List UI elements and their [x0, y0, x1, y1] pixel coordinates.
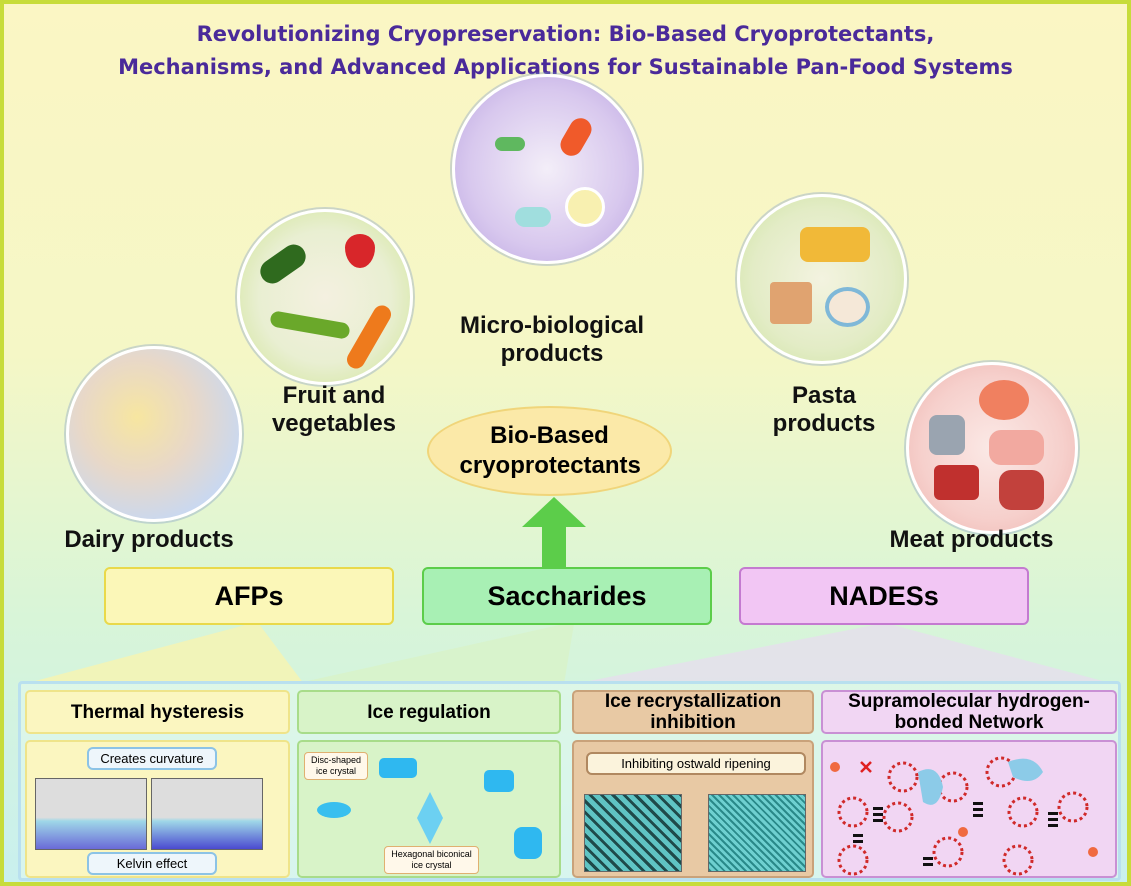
biconical-crystal-icon [417, 792, 443, 844]
disc-crystal-label: Disc-shaped ice crystal [304, 752, 368, 780]
micro-label: Micro-biological products [459, 312, 644, 367]
section-body: Creates curvature Kelvin effect [25, 740, 290, 878]
section-title: Ice recrystallization inhibition [572, 690, 814, 734]
ice-crystal-icon [514, 827, 542, 859]
thermal-hysteresis-section: Thermal hysteresis Creates curvature Kel… [25, 690, 290, 878]
micrograph-before [584, 794, 682, 872]
fruit-label: Fruit and vegetables [271, 382, 397, 437]
connector-wedges [24, 624, 1114, 684]
ostwald-label: Inhibiting ostwald ripening [586, 752, 806, 775]
section-body: Inhibiting ostwald ripening [572, 740, 814, 878]
ice-crystal-icon [379, 758, 417, 778]
bio-based-cryoprotectants: Bio-Based cryoprotectants [427, 406, 672, 496]
ice-crystal-icon [484, 770, 514, 792]
up-arrow-icon [522, 497, 586, 569]
section-title: Ice regulation [297, 690, 561, 734]
section-title: Thermal hysteresis [25, 690, 290, 734]
ice-crystal-icon [317, 802, 351, 818]
meat-image [906, 362, 1078, 534]
hydrogen-bond-network-icon [830, 756, 1098, 876]
microbiological-image [452, 74, 642, 264]
section-body: Disc-shaped ice crystal Hexagonal biconi… [297, 740, 561, 878]
category-saccharides: Saccharides [422, 567, 712, 625]
center-label: Bio-Based cryoprotectants [459, 422, 641, 479]
ice-recrystallization-section: Ice recrystallization inhibition Inhibit… [572, 690, 814, 878]
thermal-image-1 [35, 778, 147, 850]
category-afps: AFPs [104, 567, 394, 625]
meat-label: Meat products [889, 526, 1054, 553]
kelvin-effect-label: Kelvin effect [87, 852, 217, 875]
thermal-image-2 [151, 778, 263, 850]
ice-regulation-section: Ice regulation Disc-shaped ice crystal H… [297, 690, 561, 878]
section-body [821, 740, 1117, 878]
category-nadess: NADESs [739, 567, 1029, 625]
supramolecular-network-section: Supramolecular hydrogen-bonded Network [821, 690, 1117, 878]
pasta-label: Pasta products [772, 382, 876, 437]
pasta-image [737, 194, 907, 364]
dairy-image [66, 346, 242, 522]
dairy-label: Dairy products [64, 526, 234, 553]
creates-curvature-label: Creates curvature [87, 747, 217, 770]
fruit-vegetable-image [237, 209, 413, 385]
micrograph-after [708, 794, 806, 872]
hexagonal-crystal-label: Hexagonal biconical ice crystal [384, 846, 479, 874]
mechanisms-panel: Thermal hysteresis Creates curvature Kel… [18, 681, 1121, 881]
title-line-1: Revolutionizing Cryopreservation: Bio-Ba… [196, 22, 935, 46]
figure-title: Revolutionizing Cryopreservation: Bio-Ba… [4, 18, 1127, 84]
section-title: Supramolecular hydrogen-bonded Network [821, 690, 1117, 734]
